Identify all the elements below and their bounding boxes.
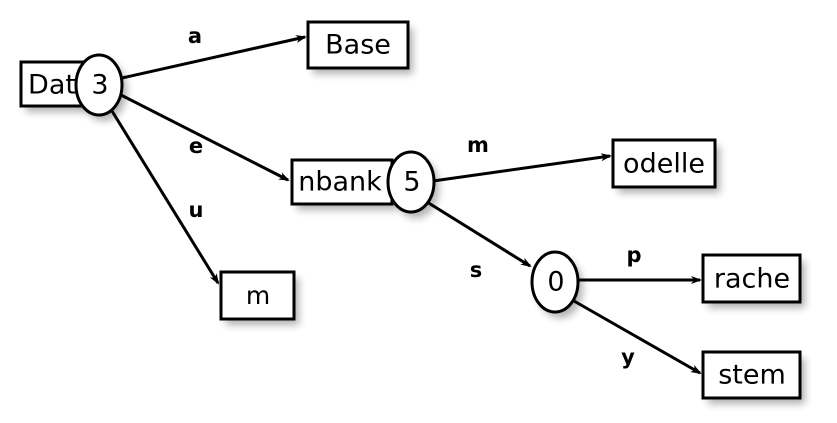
node-m-box[interactable] [219, 270, 296, 321]
edge-label-m: m [467, 133, 489, 157]
node-rache-box[interactable] [701, 253, 802, 304]
node-rache-label: rache [714, 264, 790, 295]
node-zero-ellipse[interactable] [530, 250, 580, 314]
node-nbank-label: nbank [298, 167, 382, 198]
nodes-layer: Dat 3 Base nbank 5 m odelle 0 rache [19, 20, 802, 400]
node-three-label: 3 [91, 70, 108, 101]
edge-label-u: u [189, 198, 204, 222]
edge-label-p: p [626, 243, 641, 267]
edge-u-line[interactable] [110, 110, 220, 285]
edge-y-line[interactable] [573, 299, 702, 375]
edge-label-a: a [188, 24, 202, 48]
node-three-ellipse[interactable] [74, 53, 124, 117]
edge-label-y: y [621, 345, 635, 369]
node-odelle-box[interactable] [611, 138, 717, 189]
node-zero-label: 0 [547, 267, 564, 298]
edge-label-e: e [189, 134, 203, 158]
node-five-ellipse[interactable] [386, 150, 436, 214]
node-stem-label: stem [718, 360, 786, 391]
node-base-box[interactable] [306, 20, 410, 70]
node-base-label: Base [325, 30, 391, 61]
node-five-label: 5 [403, 167, 420, 198]
shape-shadows [26, 28, 805, 404]
node-m-label: m [246, 281, 270, 310]
edges-layer [110, 35, 702, 375]
edge-s-line[interactable] [426, 200, 532, 268]
node-odelle-label: odelle [623, 149, 705, 180]
edge-labels-layer: a e u m s p y [188, 24, 642, 369]
edge-e-line[interactable] [120, 93, 290, 182]
edge-a-line[interactable] [121, 35, 307, 80]
node-dat-label: Dat [28, 70, 76, 101]
node-stem-box[interactable] [701, 350, 802, 400]
node-nbank-box[interactable] [290, 158, 394, 206]
edge-m-line[interactable] [432, 153, 612, 183]
edge-label-s: s [470, 258, 483, 282]
